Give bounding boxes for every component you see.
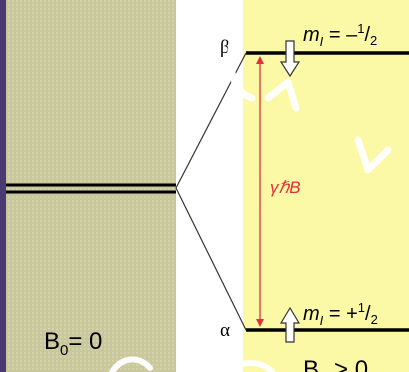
- zero-field-rest: = 0: [68, 328, 102, 355]
- lower-m-symbol: m: [303, 303, 320, 325]
- alpha-state-label: α: [220, 320, 230, 341]
- split-line-lower: [175, 187, 247, 331]
- watermark-strokes: [109, 4, 392, 372]
- applied-field-sub: 0: [319, 370, 327, 372]
- lower-m-numerator: 1: [358, 300, 365, 315]
- applied-field-rest: > 0: [327, 356, 368, 372]
- applied-field-label: B0 > 0: [303, 356, 368, 372]
- lower-m-subscript: I: [320, 313, 324, 328]
- energy-gap-label: γℏB: [270, 178, 301, 197]
- upper-m-denominator: 2: [370, 33, 377, 48]
- upper-m-equals: = –: [323, 24, 358, 46]
- zero-field-sub: 0: [60, 342, 68, 359]
- spin-down-arrow-icon: [279, 40, 301, 78]
- upper-spin-quantum-label: mI = –1/2: [303, 21, 377, 49]
- zero-field-b: B: [44, 328, 60, 355]
- right-panel-applied-field: [243, 0, 409, 372]
- zero-field-label: B0= 0: [44, 328, 102, 359]
- upper-m-slash: /: [364, 24, 370, 46]
- upper-m-numerator: 1: [357, 21, 364, 36]
- lower-m-equals: = +: [323, 303, 357, 325]
- applied-field-b: B: [303, 356, 319, 372]
- upper-m-subscript: I: [320, 34, 324, 49]
- upper-m-symbol: m: [303, 24, 320, 46]
- beta-state-label: β: [220, 37, 230, 58]
- lower-m-denominator: 2: [371, 312, 378, 327]
- lower-spin-quantum-label: mI = +1/2: [303, 300, 378, 328]
- lower-m-slash: /: [365, 303, 371, 325]
- spin-up-arrow-icon: [279, 306, 301, 343]
